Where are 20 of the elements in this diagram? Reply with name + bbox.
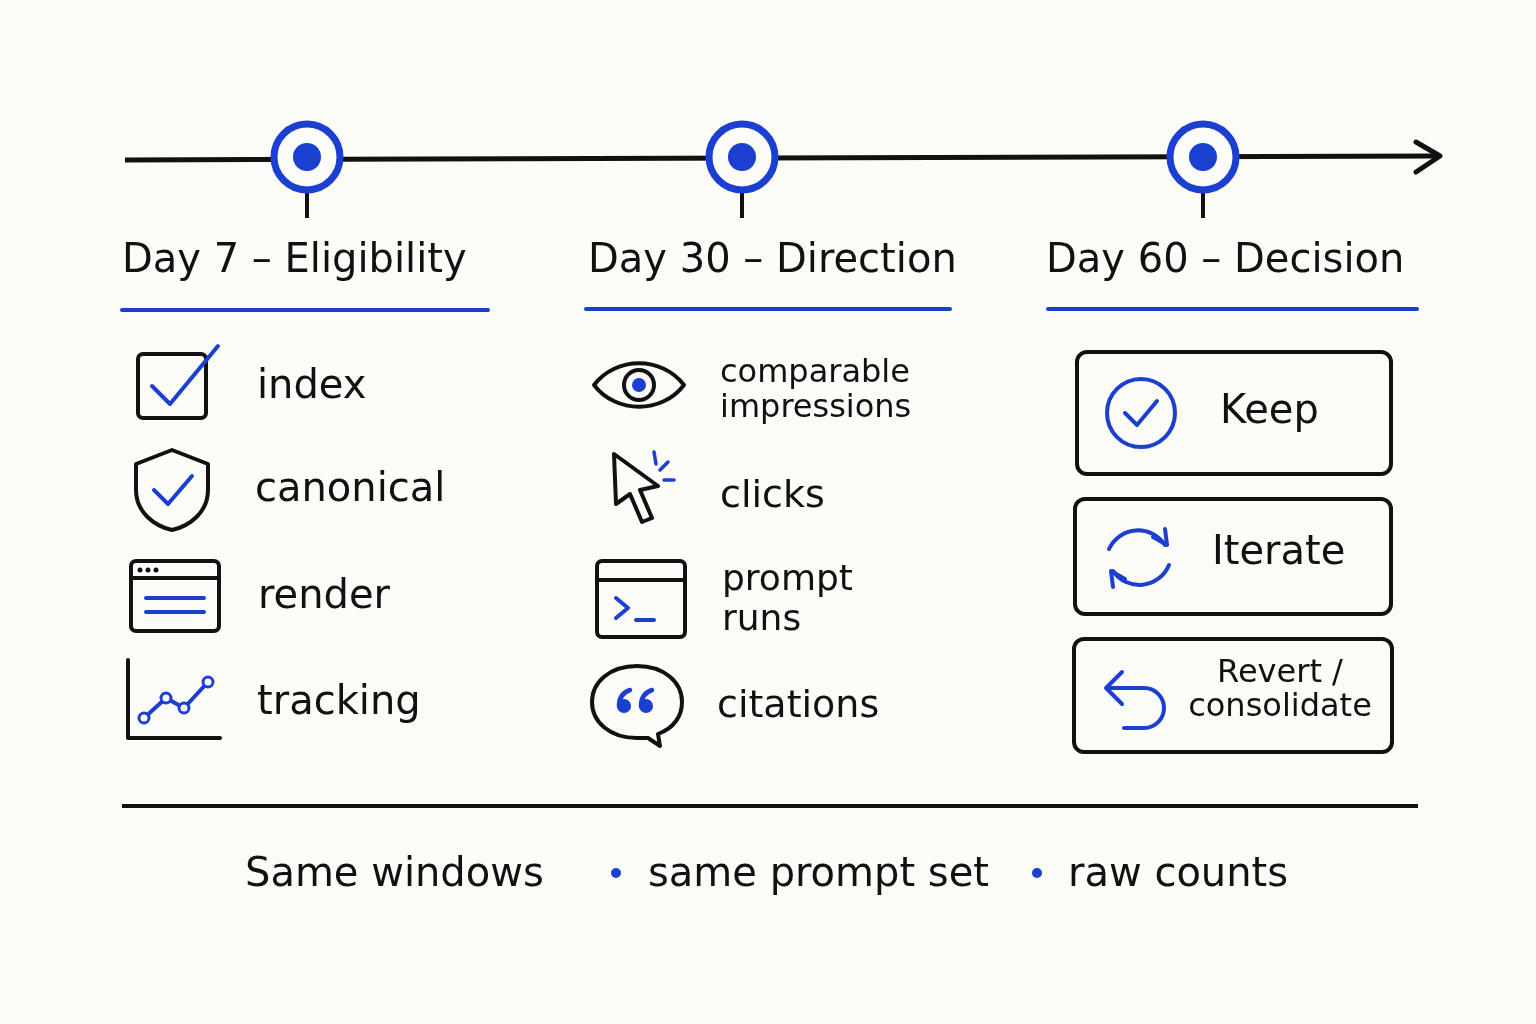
section-heading: Day 30 – Direction xyxy=(588,236,957,280)
option-box xyxy=(1072,637,1394,754)
metric-label: citations xyxy=(717,684,880,726)
section-heading: Day 60 – Decision xyxy=(1046,236,1405,280)
metric-label: prompt runs xyxy=(722,558,854,638)
metric-label: clicks xyxy=(720,474,825,516)
metric-label: index xyxy=(257,362,367,406)
option-label: Revert / consolidate xyxy=(1187,655,1373,723)
footer-note: same prompt set xyxy=(648,850,989,894)
option-box xyxy=(1073,497,1393,616)
option-box xyxy=(1075,350,1393,476)
metric-label: tracking xyxy=(257,678,421,722)
section-heading: Day 7 – Eligibility xyxy=(122,236,467,280)
metric-label: canonical xyxy=(255,465,446,509)
footer-note: Same windows xyxy=(245,850,544,894)
option-label: Iterate xyxy=(1212,529,1346,571)
option-label: Keep xyxy=(1220,388,1319,430)
metric-label: comparable impressions xyxy=(720,354,913,425)
footer-note: raw counts xyxy=(1068,850,1289,894)
metric-label: render xyxy=(258,572,390,616)
